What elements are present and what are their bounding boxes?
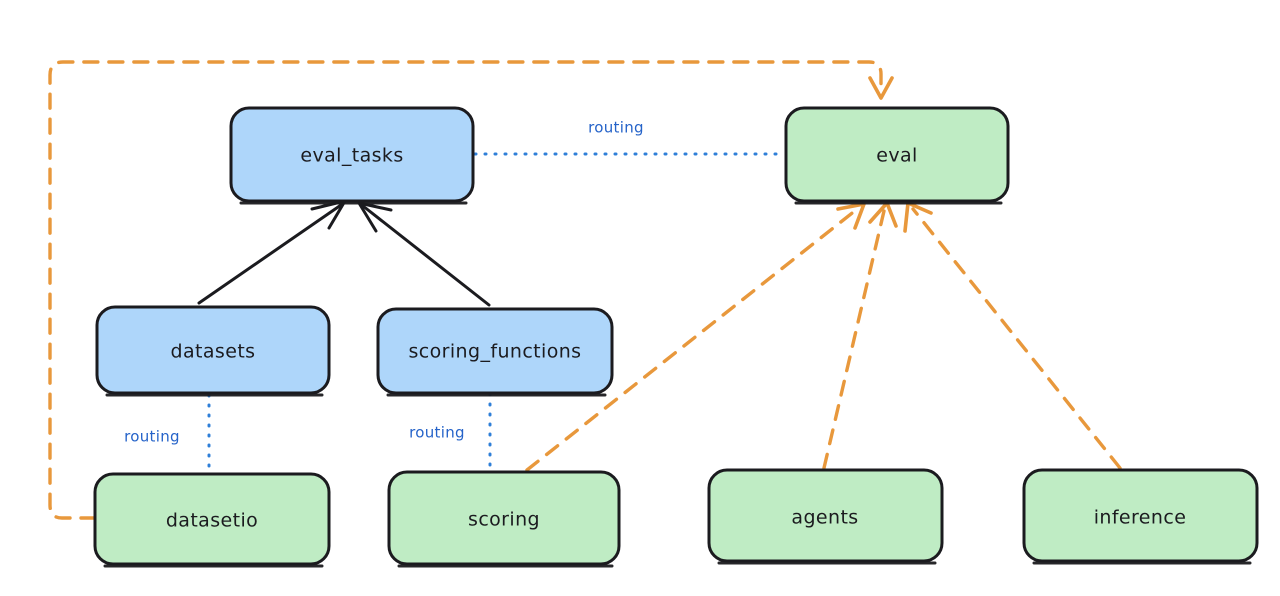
- edge-label-routing-eval-tasks: routing: [588, 119, 644, 137]
- node-scoring[interactable]: scoring: [387, 470, 621, 568]
- node-datasetio[interactable]: datasetio: [93, 472, 331, 568]
- edge-datasets-eval-tasks[interactable]: [197, 199, 347, 305]
- node-datasets[interactable]: datasets: [95, 305, 331, 397]
- edge-scoring-functions-eval-tasks[interactable]: [357, 201, 491, 307]
- node-eval-tasks[interactable]: eval_tasks: [229, 106, 475, 205]
- node-layer: eval_tasks eval datasets scoring_functio…: [93, 106, 1259, 568]
- edge-inference-eval[interactable]: [903, 201, 1122, 470]
- edge-datasetio-eval[interactable]: [48, 60, 894, 520]
- node-datasets-label: datasets: [171, 341, 256, 363]
- node-eval-tasks-label: eval_tasks: [300, 145, 403, 167]
- node-eval[interactable]: eval: [784, 106, 1010, 205]
- node-agents-label: agents: [791, 507, 858, 529]
- edge-agents-eval[interactable]: [822, 201, 898, 470]
- node-scoring-functions[interactable]: scoring_functions: [376, 307, 614, 397]
- node-inference-label: inference: [1094, 507, 1187, 529]
- edge-label-routing-scoring-functions: routing: [409, 424, 465, 442]
- node-datasetio-label: datasetio: [166, 510, 258, 532]
- node-agents[interactable]: agents: [707, 468, 944, 565]
- node-inference[interactable]: inference: [1022, 468, 1259, 565]
- node-scoring-label: scoring: [468, 509, 540, 531]
- edge-label-layer: routing routing routing: [124, 119, 644, 446]
- node-scoring-functions-label: scoring_functions: [409, 341, 582, 363]
- node-eval-label: eval: [876, 145, 917, 167]
- edge-label-routing-datasets: routing: [124, 428, 180, 446]
